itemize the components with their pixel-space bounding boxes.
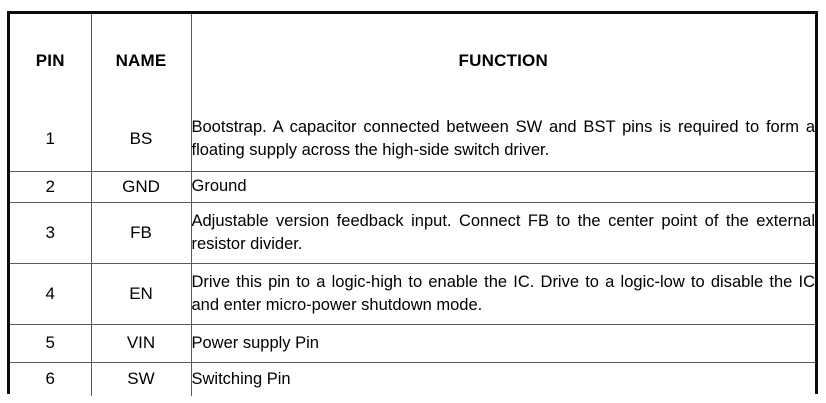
cell-name-1: BS (90, 108, 192, 172)
cell-pin-1: 1 (10, 108, 92, 172)
cell-name-6: SW (90, 361, 192, 396)
cell-function-6: Switching Pin (190, 361, 815, 396)
table-header-row: PIN NAME FUNCTION (10, 14, 815, 108)
cell-name-3: FB (90, 201, 192, 264)
cell-name-4: EN (90, 262, 192, 325)
cell-function-2: Ground (190, 170, 815, 203)
cell-pin-5: 5 (10, 323, 92, 363)
cell-pin-4: 4 (10, 262, 92, 325)
column-header-name: NAME (90, 14, 192, 108)
cell-name-5: VIN (90, 323, 192, 363)
table-row: 5 VIN Power supply Pin (10, 323, 815, 363)
column-header-function: FUNCTION (190, 14, 815, 108)
column-header-pin: PIN (10, 14, 92, 108)
table-row: 1 BS Bootstrap. A capacitor connected be… (10, 108, 815, 172)
cell-function-3: Adjustable version feedback input. Conne… (190, 201, 815, 264)
cell-function-5: Power supply Pin (190, 323, 815, 363)
table-row: 6 SW Switching Pin (10, 361, 815, 396)
pin-description-table: PIN NAME FUNCTION 1 BS Bootstrap. A capa… (10, 14, 815, 396)
cell-name-2: GND (90, 170, 192, 203)
table-row: 4 EN Drive this pin to a logic-high to e… (10, 262, 815, 325)
cell-pin-6: 6 (10, 361, 92, 396)
cell-pin-3: 3 (10, 201, 92, 264)
cell-pin-2: 2 (10, 170, 92, 203)
table-row: 2 GND Ground (10, 170, 815, 203)
cell-function-1: Bootstrap. A capacitor connected between… (190, 108, 815, 172)
pin-description-table-frame: PIN NAME FUNCTION 1 BS Bootstrap. A capa… (7, 11, 818, 396)
cell-function-4: Drive this pin to a logic-high to enable… (190, 262, 815, 325)
table-row: 3 FB Adjustable version feedback input. … (10, 201, 815, 264)
